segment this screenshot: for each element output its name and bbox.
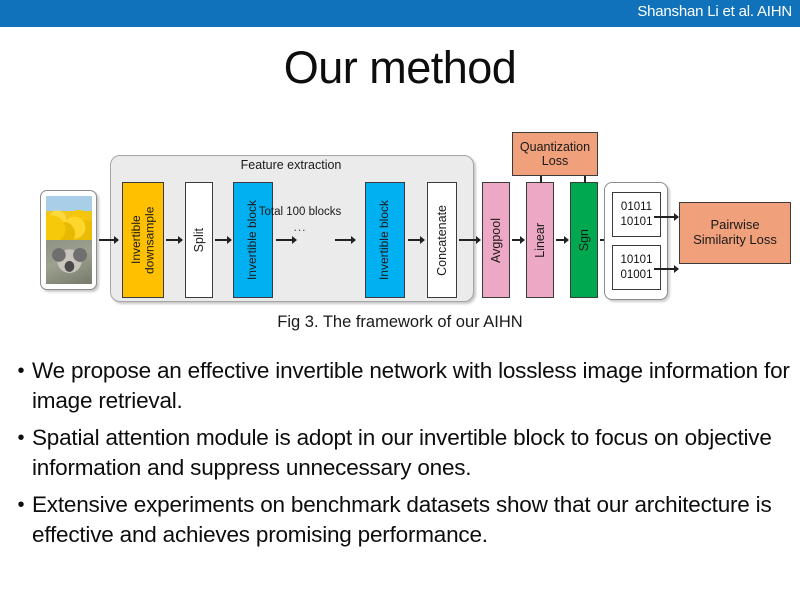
arrow-avgpool-to-linear: [512, 236, 525, 243]
block-invertible-block-2-label: Invertible block: [377, 199, 392, 281]
block-pairwise-similarity-loss: Pairwise Similarity Loss: [679, 202, 791, 264]
binary-code-bottom-line1: 10101: [620, 254, 653, 267]
architecture-diagram: Feature extraction Invertible downsample…: [0, 120, 800, 310]
list-item: • We propose an effective invertible net…: [10, 356, 790, 416]
block-invertible-block-1: Invertible block: [233, 182, 273, 298]
arrow-split-to-block1: [215, 236, 232, 243]
bullet-text: Spatial attention module is adopt in our…: [32, 425, 772, 480]
arrow-block2-to-concatenate: [408, 236, 425, 243]
input-image-card: [40, 190, 97, 290]
block-split: Split: [185, 182, 213, 298]
tulips-photo: [46, 196, 92, 240]
arrow-ellipsis-to-block2: [335, 236, 356, 243]
bullet-list: • We propose an effective invertible net…: [10, 356, 790, 557]
block-avgpool: Avgpool: [482, 182, 510, 298]
bullet-text: Extensive experiments on benchmark datas…: [32, 492, 772, 547]
block-concatenate: Concatenate: [427, 182, 457, 298]
binary-code-top-line1: 01011: [620, 201, 653, 214]
figure-caption: Fig 3. The framework of our AIHN: [277, 313, 523, 331]
block-invertible-block-2: Invertible block: [365, 182, 405, 298]
page-title: Our method: [283, 42, 517, 93]
list-item: • Extensive experiments on benchmark dat…: [10, 490, 790, 550]
block-quantization-loss-label: Quantization Loss: [519, 140, 591, 168]
block-quantization-loss: Quantization Loss: [512, 132, 598, 176]
header-bar: [0, 0, 800, 27]
total-blocks-annotation: Total 100 blocks: [258, 206, 342, 218]
block-invertible-downsample-label: Invertible downsample: [128, 206, 156, 274]
block-invertible-downsample: Invertible downsample: [122, 182, 164, 298]
bullet-marker: •: [17, 427, 25, 449]
bullet-text: We propose an effective invertible netwo…: [32, 358, 790, 413]
arrow-downsample-to-split: [166, 236, 183, 243]
arrow-block1-to-ellipsis: [276, 236, 297, 243]
arrow-code-bottom-to-pairwise-loss: [654, 265, 679, 272]
arrow-input-to-downsample: [99, 236, 119, 243]
arrow-code-top-to-pairwise-loss: [654, 213, 679, 220]
block-sgn: Sgn: [570, 182, 598, 298]
bullet-marker: •: [17, 494, 25, 516]
koala-photo: [46, 240, 92, 284]
binary-code-top-line2: 10101: [620, 215, 653, 228]
bullet-marker: •: [17, 360, 25, 382]
list-item: • Spatial attention module is adopt in o…: [10, 423, 790, 483]
arrow-concatenate-to-avgpool: [459, 236, 481, 243]
binary-code-top: 01011 10101: [612, 192, 661, 237]
block-sgn-label: Sgn: [577, 228, 591, 252]
block-split-label: Split: [192, 227, 206, 253]
feature-extraction-label: Feature extraction: [240, 158, 342, 172]
binary-code-bottom: 10101 01001: [612, 245, 661, 290]
block-linear: Linear: [526, 182, 554, 298]
binary-codes-card: 01011 10101 10101 01001: [604, 182, 668, 300]
header-divider: [0, 27, 800, 30]
block-concatenate-label: Concatenate: [435, 204, 449, 276]
block-linear-label: Linear: [533, 222, 547, 258]
feature-extraction-panel: [110, 155, 474, 302]
block-pairwise-similarity-loss-label: Pairwise Similarity Loss: [693, 217, 777, 247]
header-author-label: Shanshan Li et al. AIHN: [637, 3, 792, 20]
binary-code-bottom-line2: 01001: [620, 268, 653, 281]
block-avgpool-label: Avgpool: [489, 217, 503, 263]
blocks-ellipsis-annotation: ...: [293, 220, 307, 234]
arrow-linear-to-sgn: [556, 236, 569, 243]
